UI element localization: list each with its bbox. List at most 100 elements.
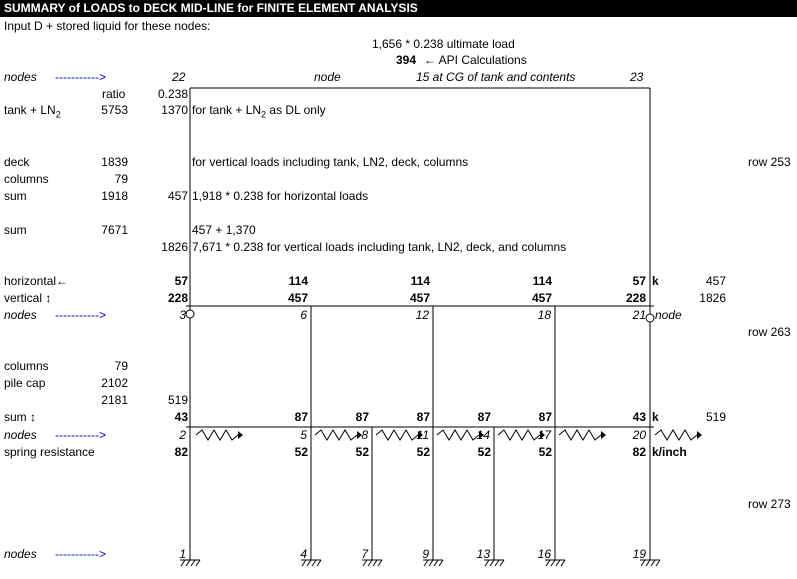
nodes-label: nodes bbox=[4, 308, 37, 322]
load-value: 114 bbox=[532, 274, 552, 288]
node-id: 22 bbox=[172, 70, 186, 84]
node-id: 5 bbox=[300, 428, 307, 442]
load-value: 87 bbox=[416, 410, 430, 424]
fixed-support-icon bbox=[362, 559, 383, 567]
spring-value: 52 bbox=[294, 445, 308, 459]
load-value: 43 bbox=[174, 410, 188, 424]
node-id: 12 bbox=[415, 308, 429, 322]
pin-support-icon bbox=[185, 309, 195, 319]
node-id: 4 bbox=[300, 547, 307, 561]
tank-label: tank + LN2 bbox=[4, 103, 61, 120]
sum-note: 7,671 * 0.238 for vertical loads includi… bbox=[192, 240, 567, 254]
load-value: 87 bbox=[477, 410, 491, 424]
load-value: 457 bbox=[287, 291, 308, 305]
horizontal-label: horizontal← bbox=[4, 274, 69, 288]
arrow-right-icon: -----------> bbox=[55, 70, 106, 84]
arrow-right-icon: -----------> bbox=[55, 308, 106, 322]
load-total: 457 bbox=[705, 274, 726, 288]
nodes-label: nodes bbox=[4, 70, 37, 84]
pin-support-icon bbox=[645, 313, 655, 323]
load-value: 87 bbox=[355, 410, 369, 424]
node-id: 16 bbox=[537, 547, 551, 561]
sum-value: 1918 bbox=[101, 189, 128, 203]
load-value: 87 bbox=[538, 410, 552, 424]
columns-value: 79 bbox=[114, 172, 128, 186]
node-id: 20 bbox=[632, 428, 646, 442]
load-total: 1826 bbox=[699, 291, 726, 305]
fixed-support-icon bbox=[180, 559, 201, 567]
sum-vertical-label: sum ↕ bbox=[4, 410, 37, 424]
input-note: Input D + stored liquid for these nodes: bbox=[4, 19, 211, 33]
tank-note: for tank + LN2 as DL only bbox=[192, 103, 326, 120]
fixed-support-icon bbox=[545, 559, 566, 567]
unit-k-inch: k/inch bbox=[652, 445, 687, 459]
load-value: 87 bbox=[294, 410, 308, 424]
arrow-right-icon: -----------> bbox=[55, 428, 106, 442]
row-ref: row 253 bbox=[748, 155, 791, 169]
node-id: 17 bbox=[537, 428, 551, 442]
ultimate-load-note: 1,656 * 0.238 ultimate load bbox=[372, 37, 515, 51]
node-id: 19 bbox=[632, 547, 646, 561]
node-id: 18 bbox=[537, 308, 551, 322]
vertical-label: vertical ↕ bbox=[4, 291, 52, 305]
load-value: 57 bbox=[174, 274, 188, 288]
sheet-title: SUMMARY of LOADS to DECK MID-LINE for FI… bbox=[0, 0, 797, 17]
fixed-support-icon bbox=[423, 559, 444, 567]
spring-value: 52 bbox=[355, 445, 369, 459]
deck-note: for vertical loads including tank, LN2, … bbox=[192, 155, 469, 169]
node-id: 2 bbox=[179, 428, 186, 442]
nodes-label: nodes bbox=[4, 428, 37, 442]
load-value: 43 bbox=[632, 410, 646, 424]
spring-value: 82 bbox=[632, 445, 646, 459]
node-id: 11 bbox=[416, 428, 429, 442]
node-id: 9 bbox=[422, 547, 429, 561]
deck-value: 1839 bbox=[101, 155, 128, 169]
pile-cap-label: pile cap bbox=[4, 376, 46, 390]
node-id: 13 bbox=[476, 547, 490, 561]
sum-vertical: 1826 bbox=[161, 240, 188, 254]
spring-icon bbox=[375, 429, 419, 441]
unit-k: k bbox=[652, 410, 659, 424]
sum-note: 457 + 1,370 bbox=[192, 223, 256, 237]
spring-icon bbox=[314, 429, 358, 441]
sum-label: sum bbox=[4, 223, 27, 237]
sum-note: 1,918 * 0.238 for horizontal loads bbox=[192, 189, 369, 203]
ratio-value: 0.238 bbox=[157, 87, 188, 101]
spring-value: 82 bbox=[174, 445, 188, 459]
spring-value: 52 bbox=[416, 445, 430, 459]
fixed-support-icon bbox=[301, 559, 322, 567]
load-value: 457 bbox=[531, 291, 552, 305]
load-total: 519 bbox=[705, 410, 726, 424]
node-id: 14 bbox=[476, 428, 490, 442]
sum-value: 2181 bbox=[101, 393, 128, 407]
sum-label: sum bbox=[4, 189, 27, 203]
spring-icon bbox=[436, 429, 480, 441]
ratio-label: ratio bbox=[102, 87, 126, 101]
columns-label: columns bbox=[4, 359, 49, 373]
node-word: node bbox=[655, 308, 682, 322]
spring-icon bbox=[195, 429, 239, 441]
api-label: ← API Calculations bbox=[424, 53, 527, 67]
load-value: 114 bbox=[288, 274, 308, 288]
api-value: 394 bbox=[396, 53, 417, 67]
load-value: 228 bbox=[625, 291, 646, 305]
node-id: 21 bbox=[632, 308, 646, 322]
spring-value: 52 bbox=[538, 445, 552, 459]
node-id: 3 bbox=[179, 308, 186, 322]
columns-label: columns bbox=[4, 172, 49, 186]
fixed-support-icons bbox=[180, 559, 661, 567]
unit-k: k bbox=[652, 274, 659, 288]
load-value: 457 bbox=[409, 291, 430, 305]
columns-value: 79 bbox=[114, 359, 128, 373]
sum-horizontal: 457 bbox=[167, 189, 188, 203]
load-value: 114 bbox=[410, 274, 430, 288]
node-id: 23 bbox=[630, 70, 644, 84]
node-id: 8 bbox=[361, 428, 368, 442]
row-ref: row 273 bbox=[748, 497, 791, 511]
spring-icon bbox=[558, 429, 602, 441]
load-value: 228 bbox=[167, 291, 188, 305]
spring-icons bbox=[195, 429, 698, 441]
fixed-support-icon bbox=[484, 559, 505, 567]
node-id: 1 bbox=[179, 547, 186, 561]
